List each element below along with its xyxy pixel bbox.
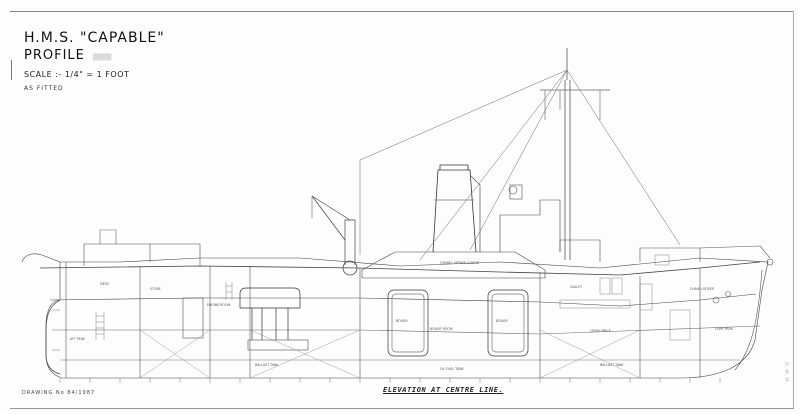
searchlight (508, 185, 518, 195)
sheet-border-right (793, 11, 794, 408)
label-boiler-room: BOILER ROOM (430, 327, 453, 331)
lower-deck (49, 293, 757, 307)
ladder (95, 282, 233, 340)
drawing-number: DRAWING No 84/1987 (22, 390, 96, 396)
label-boiler-starboard: BOILER (496, 319, 508, 323)
label-chain-locker: CHAIN LOCKER (690, 287, 715, 291)
label-store: STORE (150, 287, 161, 291)
status-note: AS FITTED (24, 85, 64, 92)
frame-ticks (59, 378, 721, 383)
bridge-structure (499, 199, 561, 252)
sheet-border-bottom (10, 408, 794, 409)
label-mess: MESS (100, 282, 109, 286)
label-funnel-casing: FUNNEL UPTAKE CASING (440, 261, 480, 265)
engine-room-tank (182, 297, 204, 339)
view-caption: ELEVATION AT CENTRE LINE. (383, 386, 504, 394)
boiler-starboard (487, 289, 529, 357)
hull-outline (21, 253, 769, 379)
platform-deck (60, 325, 761, 335)
main-mast (540, 48, 610, 260)
forward-compartments (559, 254, 691, 341)
label-ballast-fwd: BALLAST TANK (600, 363, 624, 367)
tank-diagonals (139, 329, 641, 379)
label-aft-peak: AFT PEAK (70, 337, 86, 341)
label-ballast-aft: BALLAST TANK (255, 363, 279, 367)
sheet-title: PROFILE ▒▒▒▒ (24, 48, 165, 66)
sheet-stamp: ▒▒▒▒ (92, 54, 112, 61)
sheet-border-left (11, 60, 12, 80)
hawse-pipe-a (712, 296, 720, 304)
sheet-border-top (10, 11, 794, 12)
bulkheads (65, 262, 701, 378)
scale-note: SCALE :- 1/4" = 1 FOOT (24, 70, 130, 79)
aft-deckhouse (83, 243, 201, 266)
sheet-title-text: PROFILE (24, 48, 85, 63)
rigging (359, 69, 681, 261)
compartment-labels: BOILER BOILER ROOM BOILER ENGINE ROOM FU… (70, 261, 734, 371)
side-reference: N.M.M. (783, 362, 789, 386)
hawse-pipe-b (725, 291, 731, 297)
engine (239, 287, 309, 351)
bow-stem (734, 269, 763, 371)
bow-fitting (766, 258, 774, 266)
boiler-casing (361, 251, 546, 279)
label-oil-fuel: OIL FUEL TANK (440, 367, 464, 371)
main-deck (39, 261, 761, 276)
funnel (432, 164, 481, 253)
ship-name: H.M.S. "CAPABLE" (24, 30, 165, 46)
title-block: H.M.S. "CAPABLE" PROFILE ▒▒▒▒ SCALE :- 1/… (24, 30, 165, 92)
label-fore-peak: FORE PEAK (715, 327, 734, 331)
label-engine-room: ENGINE ROOM (207, 303, 230, 307)
boiler-port (387, 289, 429, 357)
bridge-window (509, 184, 523, 200)
forecastle (639, 247, 701, 262)
label-crew-space: CREW SPACE (590, 329, 611, 333)
label-galley: GALLEY (570, 285, 582, 289)
aft-sponson (45, 299, 61, 375)
label-boiler-port: BOILER (396, 319, 408, 323)
crane (311, 195, 358, 276)
